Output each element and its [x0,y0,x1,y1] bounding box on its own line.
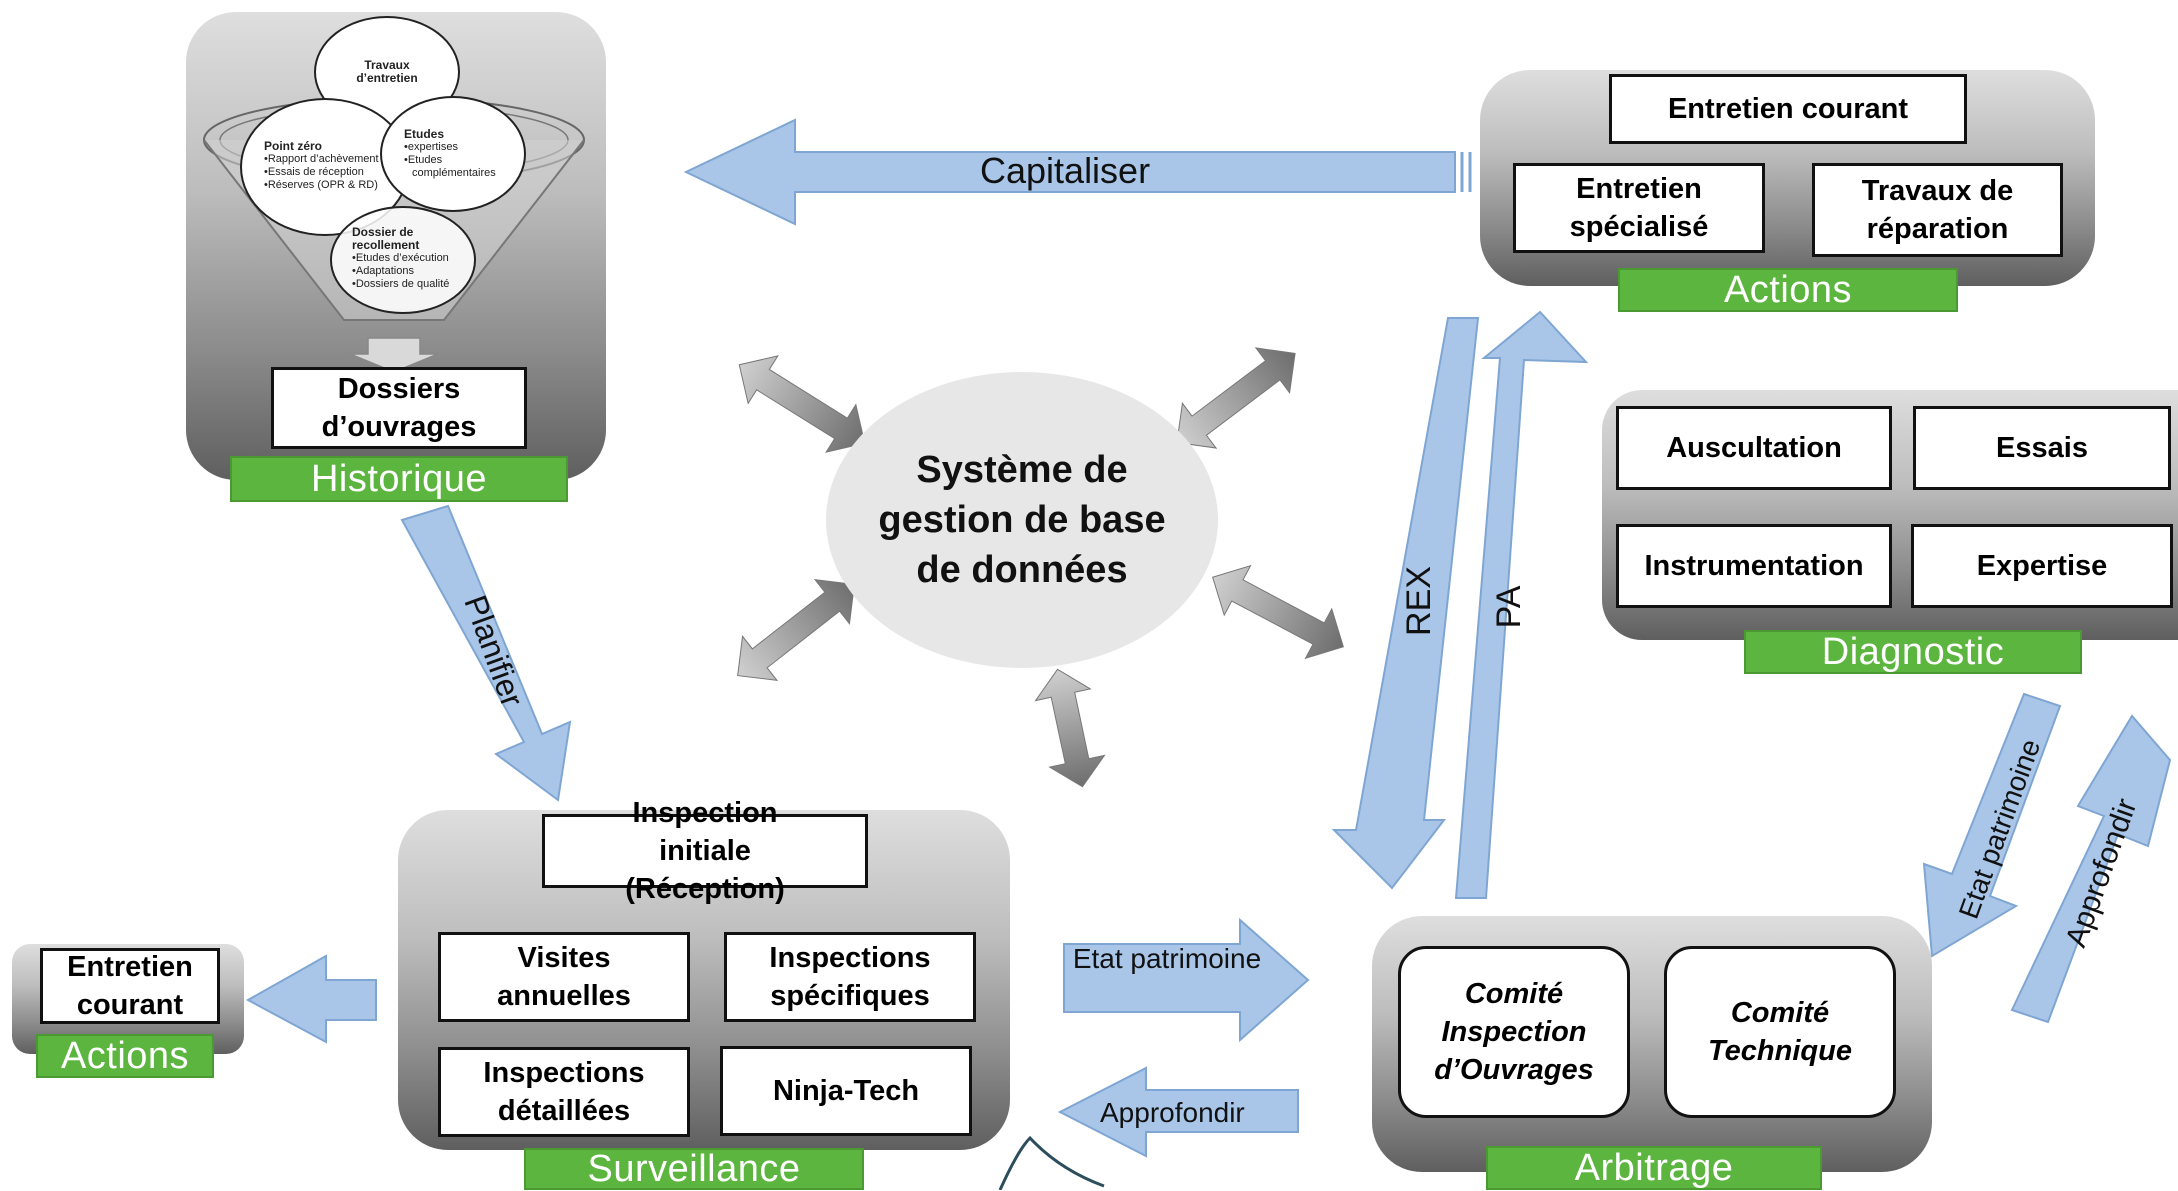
comite-technique-box: Comité Technique [1664,946,1896,1118]
visites-annuelles-box: Visites annuelles [438,932,690,1022]
etudes-item: •expertises [404,141,458,153]
actions-top-label: Actions [1618,268,1958,312]
diagnostic-item-instrumentation: Instrumentation [1616,524,1892,608]
entretien-courant-left-box: Entretien courant [40,948,220,1024]
circle-etudes: Etudes •expertises •Etudes complémentair… [380,96,526,212]
inspections-detaillees-box: Inspections détaillées [438,1047,690,1137]
dossiers-ouvrages-box: Dossiers d’ouvrages [271,367,527,449]
rex-label: REX [1400,566,1438,636]
actions-left-label: Actions [36,1034,214,1078]
comite-inspection-box: Comité Inspection d’Ouvrages [1398,946,1630,1118]
point-zero-item: •Rapport d’achèvement [264,153,379,165]
planifier-arrow [400,504,572,802]
arbitrage-label: Arbitrage [1486,1146,1822,1190]
funnel-down-arrow [349,337,439,370]
etat-patrimoine-center-arrow [1063,917,1310,1043]
entretien-courant-top-box: Entretien courant [1609,74,1967,144]
travaux-reparation-box: Travaux de réparation [1812,163,2063,257]
diagnostic-item-essais: Essais [1913,406,2171,490]
rex-arrow [1331,317,1480,890]
etat-patrimoine-center-label: Etat patrimoine [1072,943,1262,974]
diagnostic-label: Diagnostic [1744,630,2082,674]
dossier-item: •Adaptations [352,265,414,277]
inspection-initiale-box: Inspection initiale (Réception) [542,797,868,905]
database-system-title: Système de gestion de base de données [878,449,1166,591]
dossier-item: •Etudes d’exécution [352,252,449,264]
etudes-item: complémentaires [412,167,496,179]
point-zero-title: Point zéro [264,139,323,153]
travaux-text: Travaux d’entretien [356,58,418,85]
circle-dossier: Dossier de recollement •Etudes d’exécuti… [330,206,476,314]
inspections-specifiques-box: Inspections spécifiques [724,932,976,1022]
db-arrow-top-right [1176,347,1296,449]
database-system-ellipse: Système de gestion de base de données [826,372,1218,668]
approfondir-bottom-arrow [1057,1066,1299,1158]
capitaliser-arrow [683,118,1472,226]
decorative-curve [998,1135,1105,1190]
pa-label: PA [1490,585,1528,629]
dossier-item: •Dossiers de qualité [352,278,450,290]
capitaliser-label: Capitaliser [980,150,1151,191]
surveillance-label: Surveillance [524,1148,864,1190]
dossier-title: Dossier de recollement [352,225,420,252]
point-zero-item: •Réserves (OPR & RD) [264,179,378,191]
etudes-item: •Etudes [404,154,443,166]
approfondir-right-arrow [2010,714,2172,1024]
historique-label: Historique [230,456,568,502]
approfondir-bottom-label: Approfondir [1100,1097,1245,1128]
etat-patrimoine-right-arrow [1922,692,2062,958]
db-arrow-bottom [1034,668,1106,788]
diagnostic-item-auscultation: Auscultation [1616,406,1892,490]
entretien-specialise-box: Entretien spécialisé [1513,163,1765,253]
pa-arrow [1454,310,1589,899]
to-actions-left-arrow [245,954,377,1044]
db-arrow-bottom-right [1212,564,1344,660]
etudes-title: Etudes [404,127,445,141]
point-zero-item: •Essais de réception [264,166,364,178]
diagnostic-item-expertise: Expertise [1911,524,2173,608]
ninja-tech-box: Ninja-Tech [720,1046,972,1136]
